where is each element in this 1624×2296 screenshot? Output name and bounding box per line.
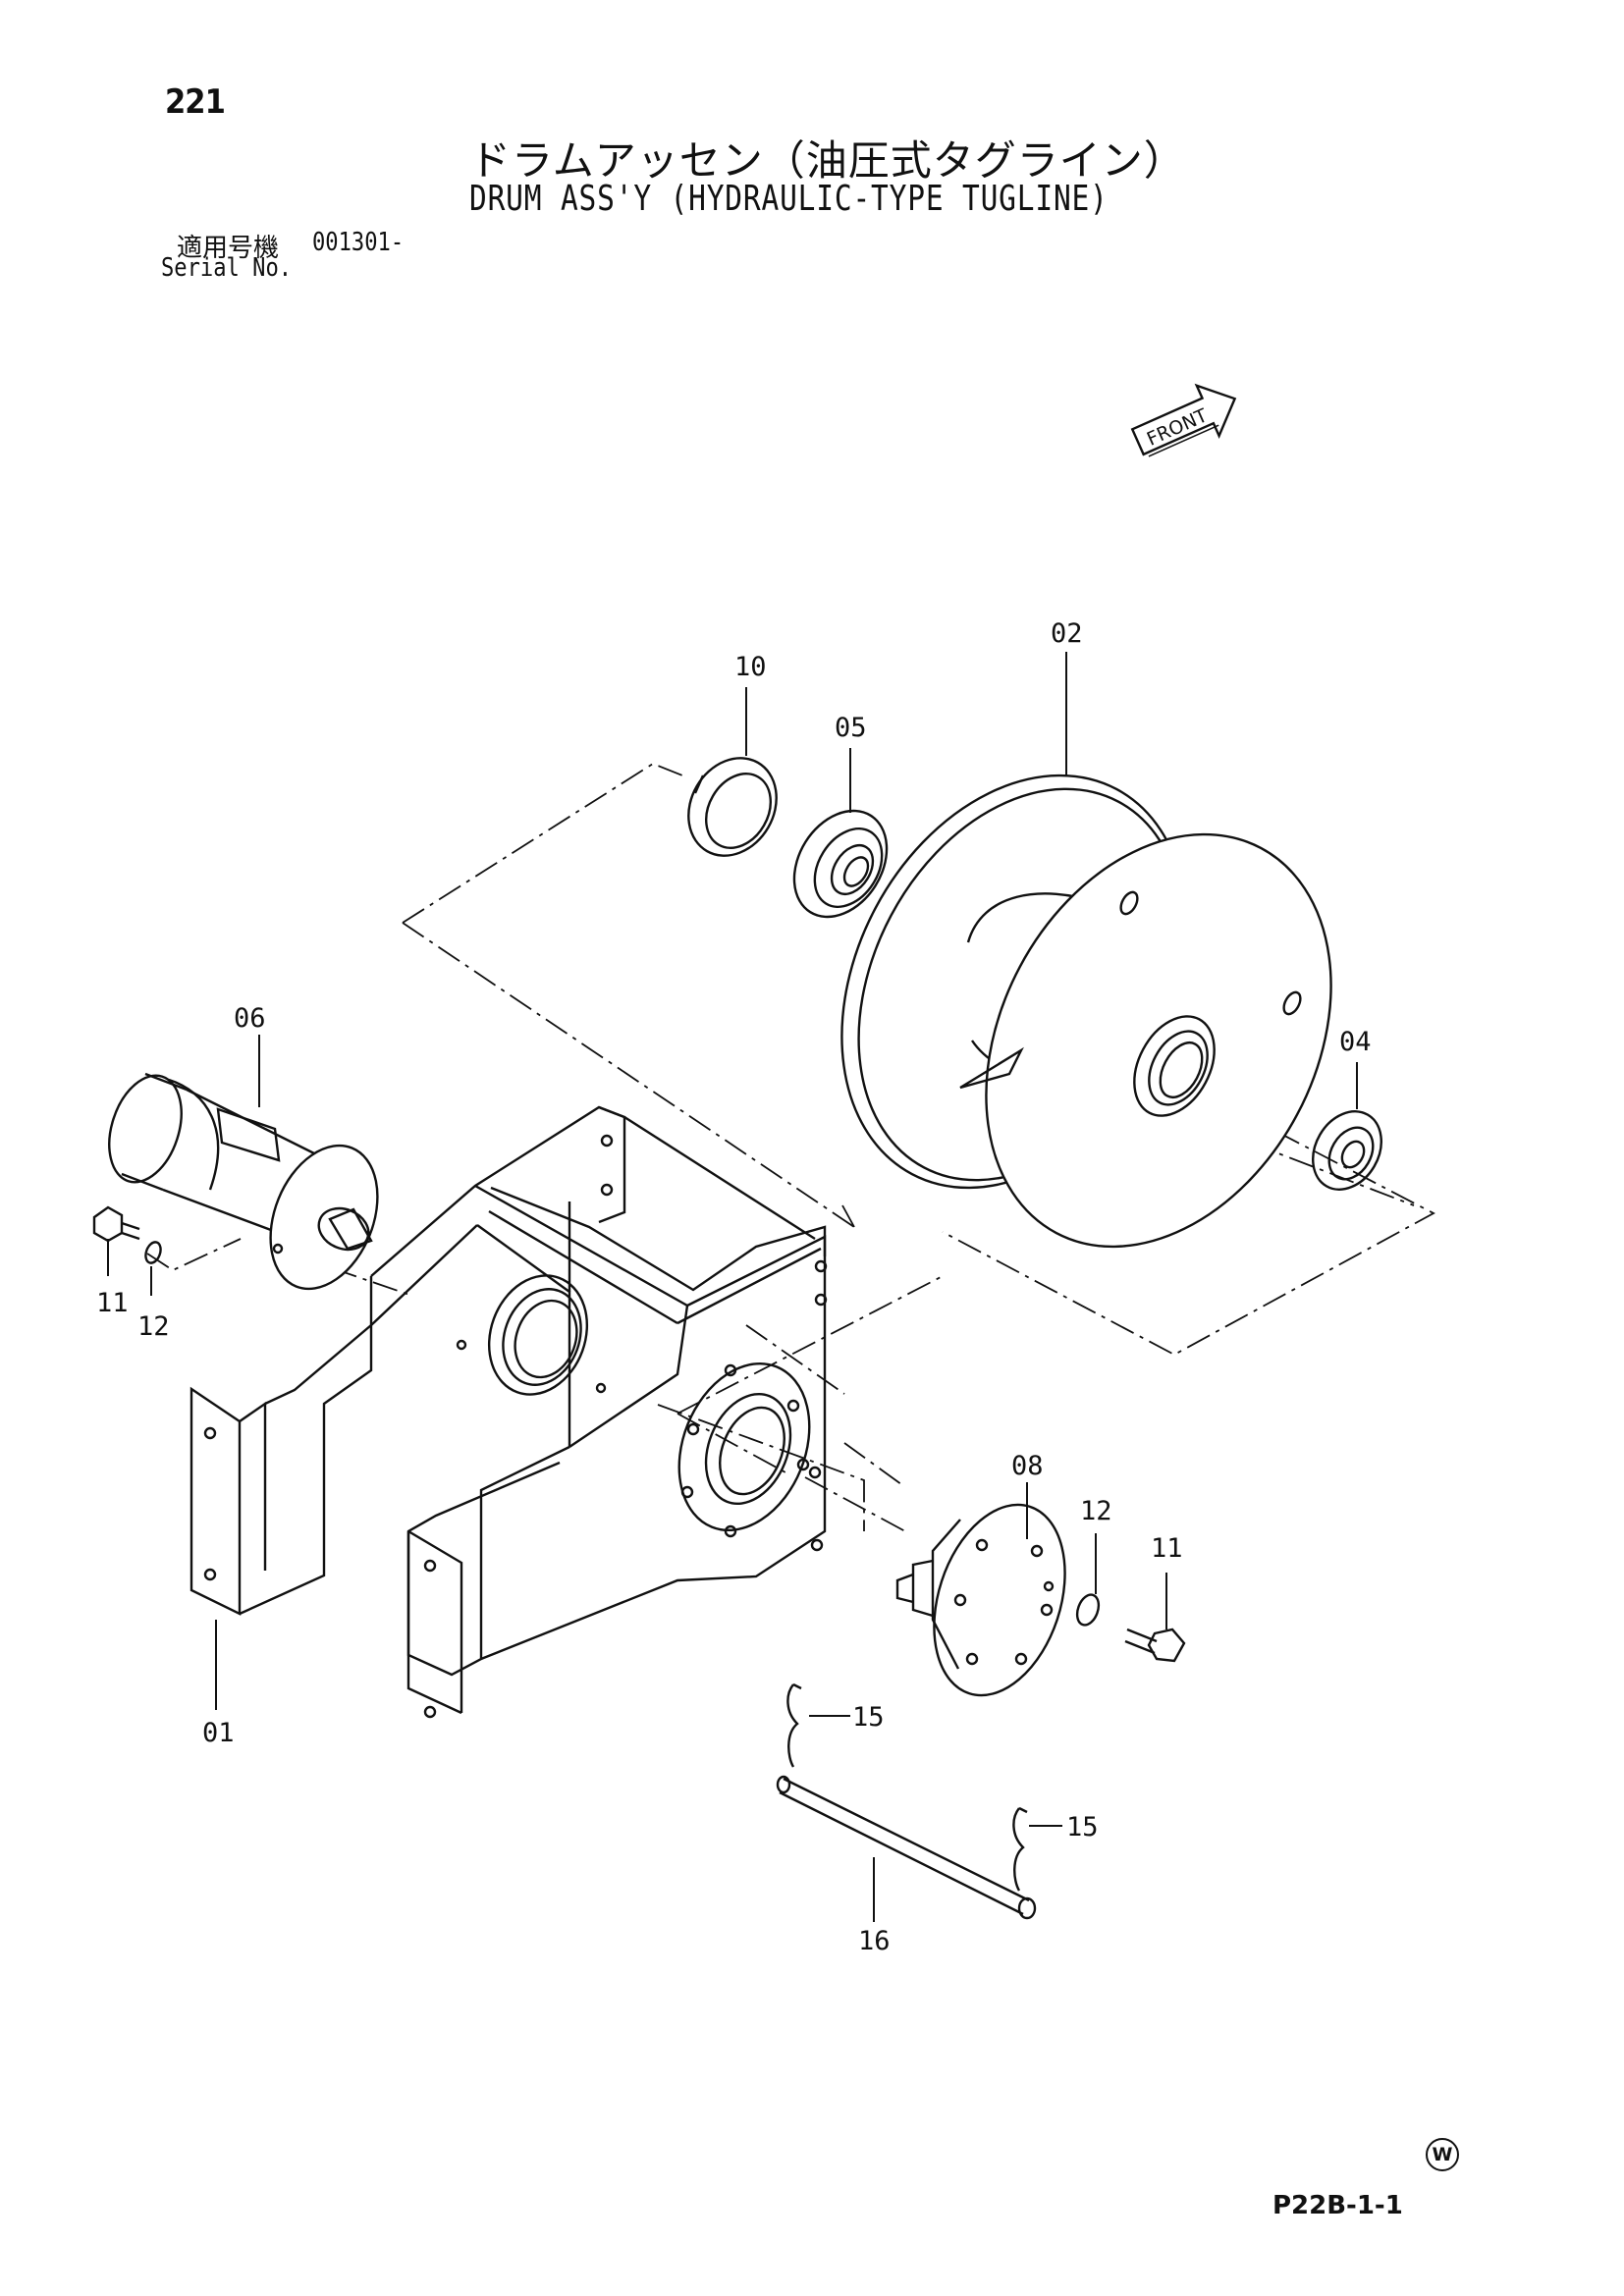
clip-part-15-upper — [786, 1682, 802, 1768]
callout-15-upper: 15 — [852, 1702, 885, 1733]
serial-label-en: Serial No. — [161, 253, 293, 283]
callout-12-left: 12 — [137, 1311, 170, 1342]
callout-12-right: 12 — [1080, 1496, 1112, 1526]
drum-part-02 — [840, 774, 1332, 1249]
title-english: DRUM ASS'Y (HYDRAULIC-TYPE TUGLINE) — [469, 179, 1109, 219]
hub-part-08 — [895, 1503, 1066, 1697]
clip-part-15-lower — [1012, 1806, 1028, 1892]
front-arrow-icon: FRONT — [1130, 383, 1237, 457]
w-mark-icon: W — [1426, 2138, 1459, 2171]
callout-11-right: 11 — [1151, 1533, 1183, 1564]
leader-lines — [107, 652, 1358, 1922]
bolt-part-11-left — [92, 1205, 140, 1243]
bolt-part-11-right — [1124, 1628, 1186, 1663]
seal-ring-part-10 — [687, 757, 778, 857]
shaft-part-06 — [108, 1072, 379, 1291]
callout-11-left: 11 — [96, 1288, 129, 1318]
callout-02: 02 — [1051, 618, 1083, 649]
callout-15-lower: 15 — [1066, 1812, 1099, 1842]
callout-04: 04 — [1339, 1027, 1372, 1057]
bearing-part-05 — [792, 809, 889, 919]
washer-part-12-left — [144, 1241, 162, 1264]
callout-01: 01 — [202, 1718, 235, 1748]
title-japanese: ドラムアッセン（油圧式タグライン） — [469, 136, 1186, 185]
pin-part-16 — [776, 1775, 1037, 1920]
page-number: 221 — [165, 82, 226, 122]
callout-16: 16 — [858, 1926, 891, 1956]
serial-label-ja: 適用号機 — [177, 234, 280, 263]
callout-06: 06 — [234, 1003, 266, 1034]
callout-numbers: 10 05 02 04 06 11 12 01 08 12 11 15 15 1… — [96, 618, 1372, 1956]
callout-08: 08 — [1011, 1451, 1044, 1481]
washer-part-12-right — [1075, 1593, 1101, 1627]
callout-05: 05 — [835, 713, 867, 743]
seal-ring-part-04 — [1312, 1110, 1382, 1191]
callout-10: 10 — [734, 652, 767, 682]
footer-code: P22B-1-1 — [1272, 2191, 1403, 2220]
frame-part-01 — [189, 1105, 828, 1719]
serial-value: 001301- — [312, 228, 405, 257]
